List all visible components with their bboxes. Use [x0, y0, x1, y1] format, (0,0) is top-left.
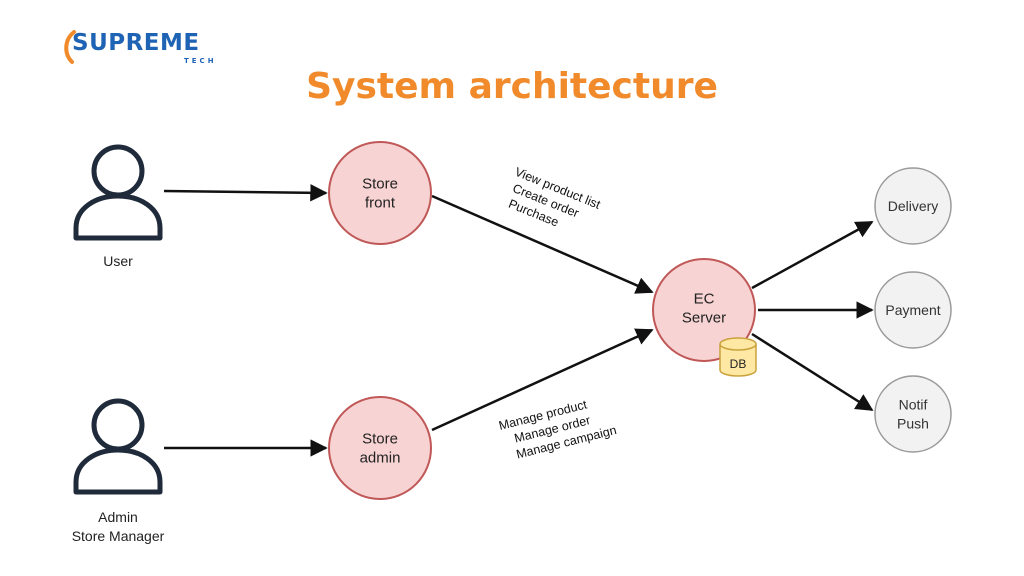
text-line: Store Manager	[72, 528, 165, 544]
actor-user-label: User	[103, 253, 133, 269]
brand-logo: SUPREME TECH	[60, 24, 230, 68]
arrow-storefront-to-ecserver	[431, 194, 654, 294]
logo-swoosh-icon	[64, 30, 76, 64]
node-delivery: Delivery	[874, 167, 952, 245]
arrow-storeadmin-to-ecserver	[431, 328, 654, 432]
actor-user: User	[73, 144, 163, 269]
person-outline-icon	[73, 144, 163, 241]
arrows	[163, 184, 874, 457]
node-ecserver-label: EC Server	[682, 291, 726, 327]
arrow-ecserver-to-notifpush	[751, 332, 874, 412]
text-line: EC	[694, 291, 715, 308]
text-line: Push	[897, 416, 929, 432]
text-line: admin	[360, 450, 401, 467]
text-line: Admin	[98, 509, 138, 525]
node-ecserver: EC Server	[652, 258, 756, 362]
text-line: Store	[362, 176, 398, 193]
person-outline-icon	[73, 398, 163, 495]
brand-name: SUPREME	[72, 30, 200, 56]
arrow-ecserver-to-delivery	[751, 220, 874, 290]
annotation-admin-flows: Manage productManage orderManage campaig…	[497, 392, 618, 464]
text-line: Notif	[899, 397, 928, 413]
page-title: System architecture	[306, 66, 718, 107]
node-storefront-label: Store front	[362, 176, 398, 212]
node-payment: Payment	[874, 271, 952, 349]
node-storeadmin: Store admin	[328, 396, 432, 500]
text-line: User	[103, 253, 133, 269]
database-label: DB	[730, 357, 747, 371]
text-line: Delivery	[888, 198, 939, 214]
text-line: front	[365, 195, 396, 212]
brand-tagline: TECH	[184, 57, 217, 65]
text-line: Store	[362, 431, 398, 448]
database-cylinder-icon: DB	[719, 337, 757, 377]
text-line: Payment	[885, 302, 940, 318]
arrow-user-to-storefront	[163, 184, 328, 202]
node-storeadmin-label: Store admin	[360, 431, 401, 467]
text-line: Server	[682, 310, 726, 327]
annotation-storefront-flows: View product listCreate orderPurchase	[501, 165, 603, 242]
node-delivery-label: Delivery	[888, 198, 939, 214]
node-storefront: Store front	[328, 141, 432, 245]
node-payment-label: Payment	[885, 302, 940, 318]
